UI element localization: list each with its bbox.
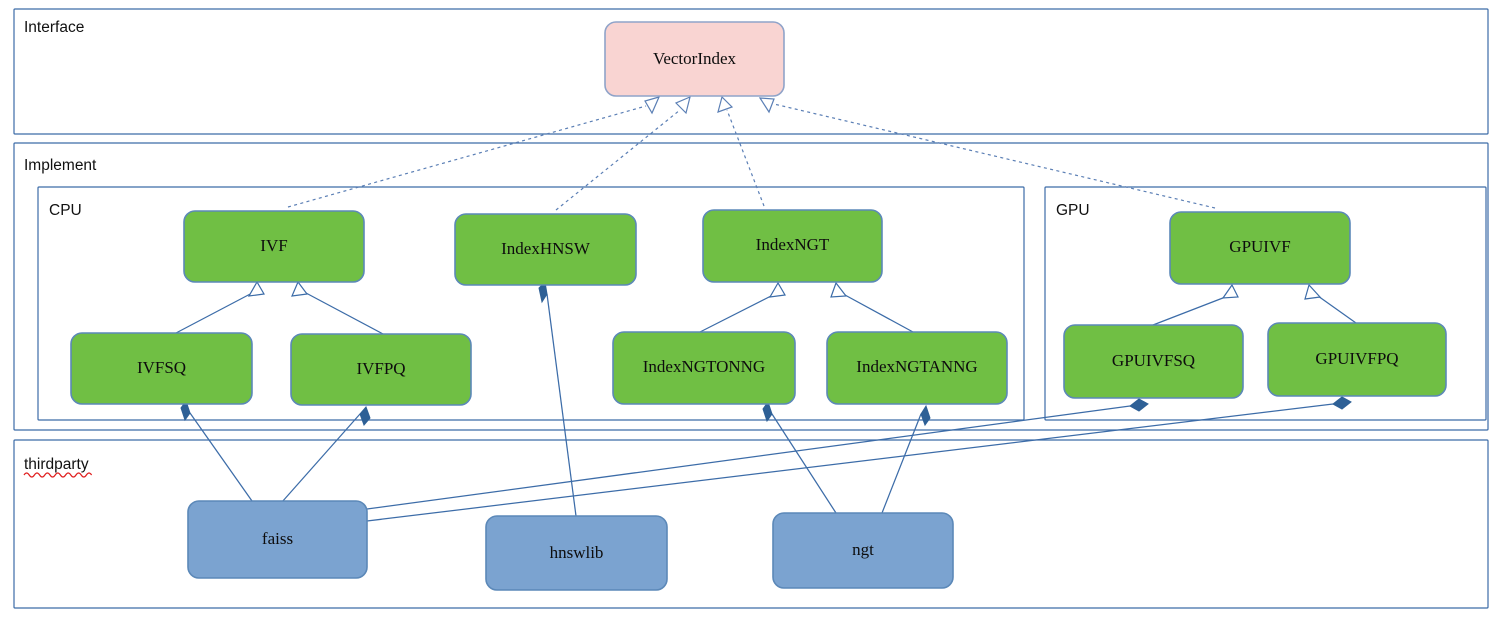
realization-arrow-icon bbox=[758, 97, 775, 114]
node-hnswlib-label: hnswlib bbox=[550, 543, 604, 562]
node-ngt[interactable]: ngt bbox=[772, 512, 954, 589]
node-ngt-rect[interactable] bbox=[772, 512, 954, 589]
node-indexngt-label: IndexNGT bbox=[756, 235, 830, 254]
node-indexngtonng-rect[interactable] bbox=[612, 331, 796, 405]
node-ivf-label: IVF bbox=[260, 236, 287, 255]
edge-gpuivf-vectorindex bbox=[758, 97, 1216, 209]
edge-indexhnsw-vectorindex bbox=[555, 95, 691, 211]
node-indexhnsw[interactable]: IndexHNSW bbox=[454, 213, 637, 286]
node-faiss[interactable]: faiss bbox=[187, 500, 368, 579]
node-indexngtanng-rect[interactable] bbox=[826, 331, 1008, 405]
node-gpuivfsq-rect[interactable] bbox=[1063, 324, 1244, 399]
edge-faiss-ivfsq bbox=[180, 399, 253, 502]
realization-arrow-icon bbox=[644, 96, 661, 115]
node-indexngtonng-label: IndexNGTONNG bbox=[643, 357, 765, 376]
node-indexngt[interactable]: IndexNGT bbox=[702, 209, 883, 283]
composition-diamond-icon bbox=[1332, 396, 1352, 410]
edge-indexngtanng-indexngt bbox=[830, 281, 914, 333]
group-thirdparty-rect bbox=[13, 439, 1489, 609]
edges-composition bbox=[180, 280, 1352, 522]
generalization-arrow-icon bbox=[291, 280, 309, 297]
edge-faiss-gpuivfpq bbox=[366, 396, 1352, 522]
generalization-arrow-icon bbox=[1304, 283, 1322, 300]
node-gpuivfpq[interactable]: GPUIVFPQ bbox=[1267, 322, 1447, 397]
edge-faiss-ivfpq bbox=[281, 406, 371, 503]
edges-realization bbox=[287, 95, 1216, 211]
generalization-arrow-icon bbox=[768, 281, 786, 298]
node-gpuivf[interactable]: GPUIVF bbox=[1169, 211, 1351, 285]
edge-faiss-gpuivfsq bbox=[366, 398, 1149, 510]
edge-hnswlib-indexhnsw bbox=[538, 280, 577, 517]
node-ngt-label: ngt bbox=[852, 540, 874, 559]
generalization-arrow-icon bbox=[247, 280, 265, 297]
realization-arrow-icon bbox=[674, 95, 691, 115]
edge-gpuivfsq-gpuivf bbox=[1152, 283, 1239, 326]
generalization-arrow-icon bbox=[830, 281, 848, 298]
node-gpuivf-rect[interactable] bbox=[1169, 211, 1351, 285]
edge-ngt-indexngtonng bbox=[762, 400, 837, 514]
node-ivfpq[interactable]: IVFPQ bbox=[290, 333, 472, 406]
node-faiss-label: faiss bbox=[262, 529, 293, 548]
edge-ivf-vectorindex bbox=[287, 96, 661, 208]
node-hnswlib-rect[interactable] bbox=[485, 515, 668, 591]
node-ivfpq-label: IVFPQ bbox=[356, 359, 405, 378]
node-faiss-rect[interactable] bbox=[187, 500, 368, 579]
node-gpuivfpq-rect[interactable] bbox=[1267, 322, 1447, 397]
node-hnswlib[interactable]: hnswlib bbox=[485, 515, 668, 591]
node-ivf-rect[interactable] bbox=[183, 210, 365, 283]
composition-diamond-icon bbox=[538, 280, 548, 304]
node-indexngtonng[interactable]: IndexNGTONNG bbox=[612, 331, 796, 405]
group-thirdparty-label: thirdparty bbox=[24, 456, 89, 473]
node-indexngt-rect[interactable] bbox=[702, 209, 883, 283]
realization-arrow-icon bbox=[717, 95, 734, 113]
node-gpuivf-label: GPUIVF bbox=[1229, 237, 1290, 256]
edges-generalization bbox=[175, 280, 1357, 335]
node-gpuivfsq[interactable]: GPUIVFSQ bbox=[1063, 324, 1244, 399]
node-vectorindex[interactable]: VectorIndex bbox=[604, 21, 785, 97]
edge-gpuivfpq-gpuivf bbox=[1304, 283, 1357, 324]
node-indexngtanng[interactable]: IndexNGTANNG bbox=[826, 331, 1008, 405]
group-cpu-label: CPU bbox=[49, 202, 82, 219]
node-indexhnsw-label: IndexHNSW bbox=[501, 239, 591, 258]
edge-ivfpq-ivf bbox=[291, 280, 384, 335]
node-ivfsq[interactable]: IVFSQ bbox=[70, 332, 253, 405]
node-vectorindex-rect[interactable] bbox=[604, 21, 785, 97]
group-interface-label: Interface bbox=[24, 19, 84, 36]
node-gpuivfpq-label: GPUIVFPQ bbox=[1315, 349, 1398, 368]
edge-indexngt-vectorindex bbox=[717, 95, 765, 207]
generalization-arrow-icon bbox=[1221, 283, 1239, 299]
spellcheck-squiggle-icon bbox=[23, 472, 93, 478]
group-gpu-label: GPU bbox=[1056, 202, 1090, 219]
edge-indexngtonng-indexngt bbox=[699, 281, 786, 333]
composition-diamond-icon bbox=[180, 399, 191, 422]
node-indexngtanng-label: IndexNGTANNG bbox=[856, 357, 977, 376]
group-thirdparty: thirdparty bbox=[13, 439, 1489, 609]
node-vectorindex-label: VectorIndex bbox=[653, 49, 737, 68]
edge-ivfsq-ivf bbox=[175, 280, 265, 334]
composition-diamond-icon bbox=[1129, 398, 1149, 412]
node-ivfsq-label: IVFSQ bbox=[137, 358, 186, 377]
node-indexhnsw-rect[interactable] bbox=[454, 213, 637, 286]
group-implement-label: Implement bbox=[24, 157, 97, 174]
composition-diamond-icon bbox=[920, 404, 931, 427]
composition-diamond-icon bbox=[762, 400, 773, 423]
edge-ngt-indexngtanng bbox=[881, 404, 931, 514]
node-ivfpq-rect[interactable] bbox=[290, 333, 472, 406]
node-ivfsq-rect[interactable] bbox=[70, 332, 253, 405]
node-ivf[interactable]: IVF bbox=[183, 210, 365, 283]
composition-diamond-icon bbox=[359, 406, 371, 426]
node-gpuivfsq-label: GPUIVFSQ bbox=[1112, 351, 1195, 370]
